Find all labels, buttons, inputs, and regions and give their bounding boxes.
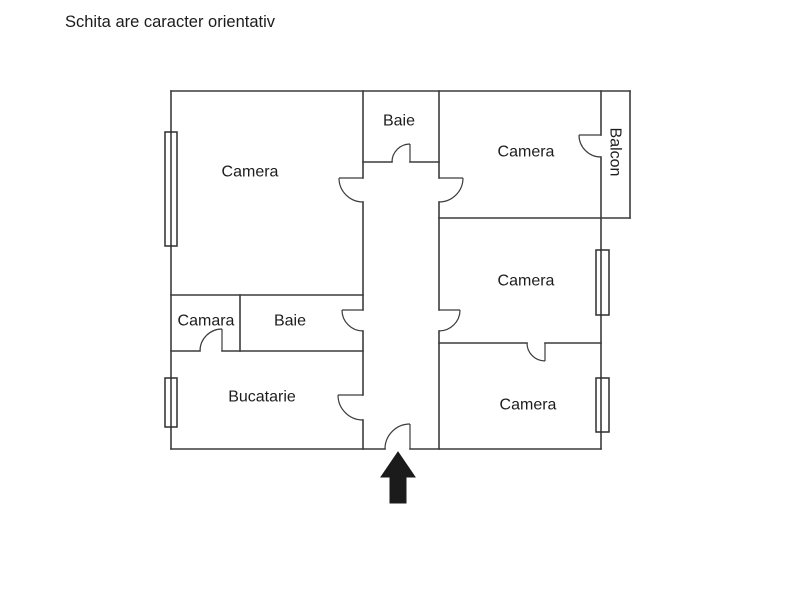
room-label-bucatarie: Bucatarie [228,389,296,406]
door-camera-top-left-arc [338,177,364,203]
room-label-camara: Camara [178,313,235,330]
door-camera-top-right-arc [438,177,464,203]
room-label-baie-middle: Baie [274,313,306,330]
disclaimer-title: Schita are caracter orientativ [65,13,276,31]
door-camera-middle-right-arc [438,309,461,332]
window-camera-middle-right [595,249,610,316]
entrance-arrow [380,451,416,504]
window-camera-bottom-right [595,377,610,433]
window-bucatarie [164,377,178,428]
door-entrance-arc [384,423,411,450]
door-bucatarie-arc [337,394,364,421]
door-camara-arc [199,328,223,352]
window-camera-top-left [164,131,178,247]
room-label-balcon: Balcon [606,128,623,177]
door-camera-bottom-right-arc [526,342,546,362]
room-label-camera-bottom-right: Camera [500,397,557,414]
room-label-camera-middle-right: Camera [498,273,555,290]
door-baie-top-arc [391,143,411,163]
room-label-camera-top-left: Camera [222,164,279,181]
room-label-baie-top: Baie [383,113,415,130]
room-label-camera-top-right: Camera [498,144,555,161]
door-balcon-arc [578,134,602,158]
door-baie-middle-arc [341,309,364,332]
